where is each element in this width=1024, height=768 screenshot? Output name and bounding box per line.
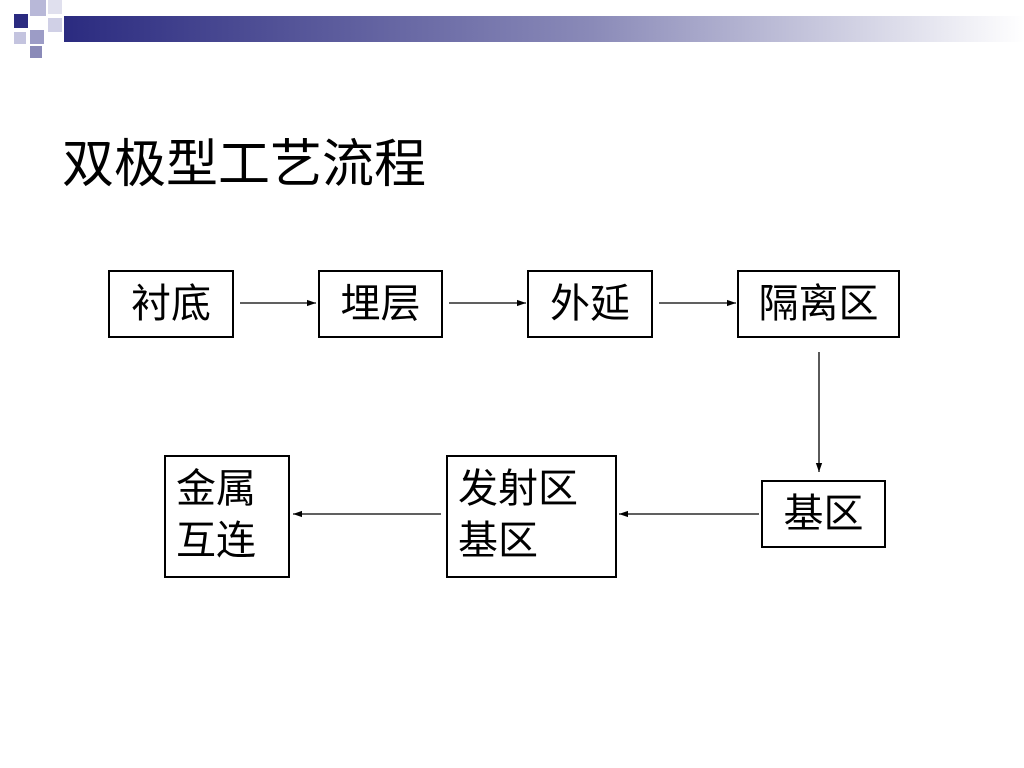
- node-label: 隔离区: [758, 281, 879, 327]
- node-epitaxy: 外延: [527, 270, 653, 338]
- header-square: [14, 32, 26, 44]
- header-square: [30, 0, 46, 16]
- header-gradient-bar: [64, 16, 1024, 42]
- node-emitter-base: 发射区 基区: [446, 455, 617, 578]
- node-label: 衬底: [131, 281, 211, 327]
- header-square: [30, 46, 42, 58]
- node-label: 埋层: [340, 281, 421, 327]
- node-label-line-2: 互连: [176, 518, 256, 564]
- node-label: 基区: [783, 491, 864, 537]
- header-square: [30, 30, 44, 44]
- node-label-line-1: 发射区: [458, 466, 578, 512]
- header-square: [48, 0, 62, 14]
- header-square: [14, 14, 28, 28]
- header-decoration: [14, 0, 1024, 58]
- node-isolation: 隔离区: [737, 270, 900, 338]
- slide-title: 双极型工艺流程: [62, 135, 427, 195]
- node-label-line-1: 金属: [176, 466, 256, 512]
- header-square: [48, 18, 62, 32]
- node-metal-interconnect: 金属 互连: [164, 455, 290, 578]
- node-base: 基区: [761, 480, 886, 548]
- node-substrate: 衬底: [108, 270, 234, 338]
- node-buried-layer: 埋层: [318, 270, 443, 338]
- node-label: 外延: [550, 281, 630, 327]
- node-label-line-2: 基区: [458, 518, 538, 564]
